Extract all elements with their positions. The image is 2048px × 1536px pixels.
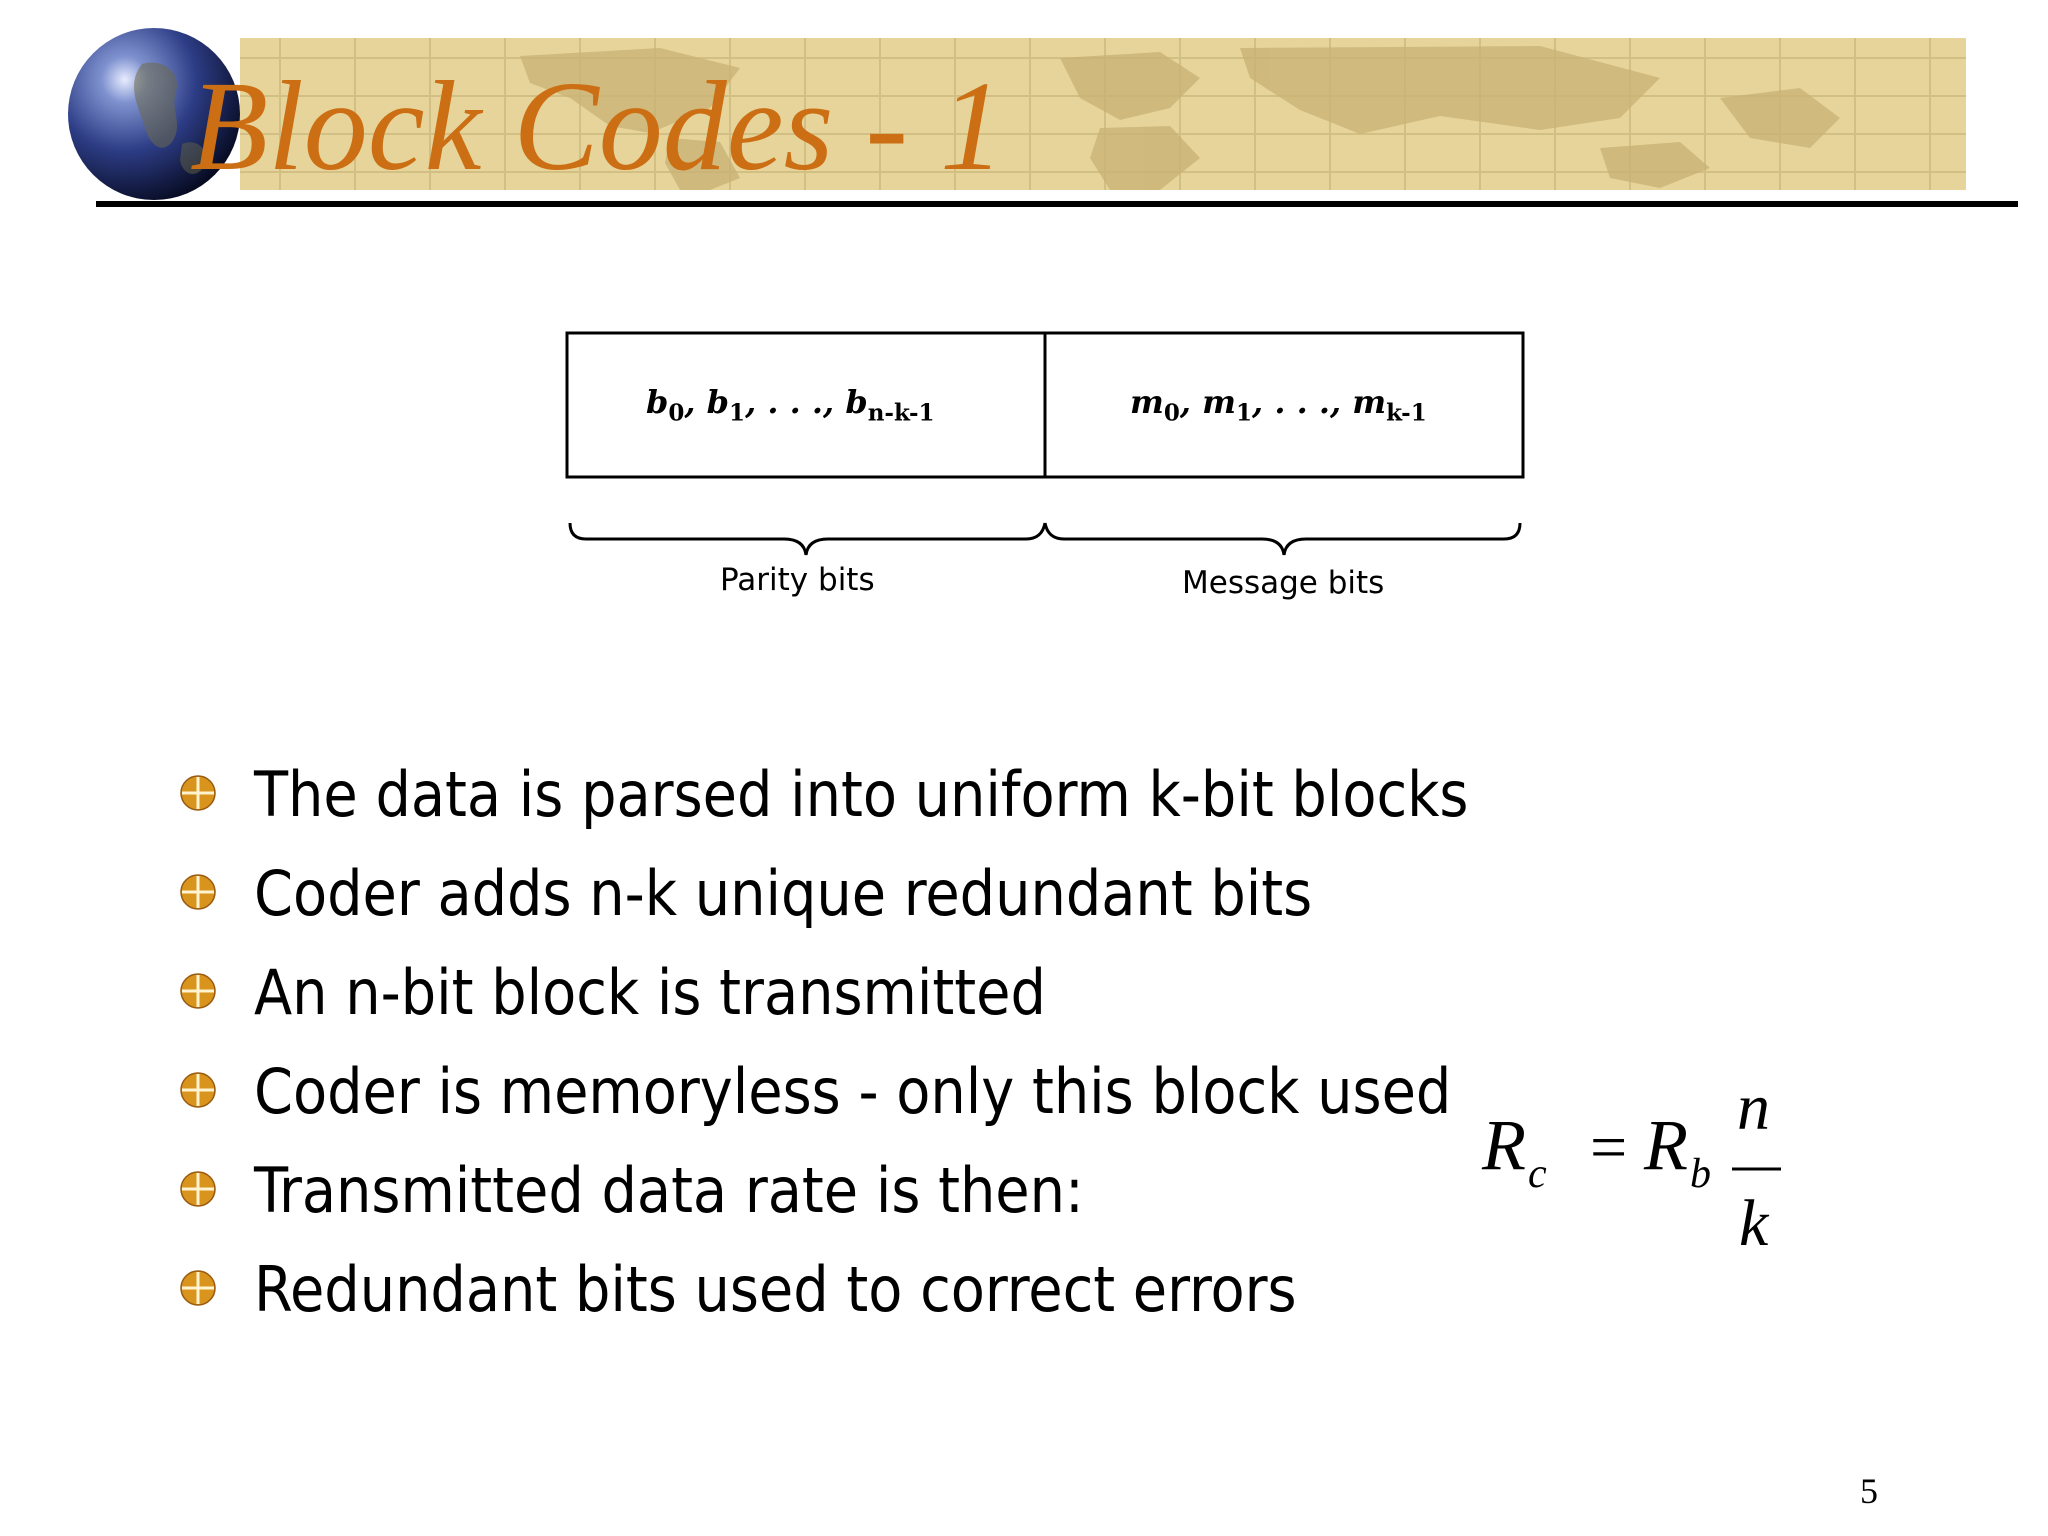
bullet-item: An n-bit block is transmitted [178,943,1468,1042]
message-bits-cell [1043,331,1525,479]
world-map-background [240,38,1966,190]
formula-equals: = [1590,1111,1627,1184]
slide-title: Block Codes - 1 [190,55,1004,197]
globe-icon [68,28,240,200]
bullet-list: The data is parsed into uniform k-bit bl… [178,745,1468,1339]
bullet-text: An n-bit block is transmitted [254,956,1046,1029]
message-brace [1043,522,1522,556]
code-rate-formula: R c = R b n k [1481,1085,1781,1260]
title-underline [96,201,2018,207]
block-code-diagram: b0, b1, . . ., bn-k-1 m0, m1, . . ., mk-… [560,325,1540,615]
bullet-icon [180,874,216,910]
bullet-item: Coder is memoryless - only this block us… [178,1042,1468,1141]
codeword-frame [565,331,1525,556]
bullet-icon [180,1270,216,1306]
formula-rb: R [1643,1105,1688,1185]
formula-rc-sub: c [1528,1151,1547,1197]
page-number: 5 [1860,1471,1878,1511]
bullet-icon [180,1171,216,1207]
bullet-text: Redundant bits used to correct errors [254,1253,1297,1326]
formula-rb-sub: b [1690,1151,1711,1197]
formula-numerator: n [1737,1085,1770,1144]
message-bits-sequence: m0, m1, . . ., mk-1 [1130,383,1427,427]
bullet-icon [180,1072,216,1108]
bullet-item: Transmitted data rate is then: [178,1141,1468,1240]
bullet-item: Coder adds n-k unique redundant bits [178,844,1468,943]
parity-bits-sequence: b0, b1, . . ., bn-k-1 [646,383,935,427]
bullet-item: The data is parsed into uniform k-bit bl… [178,745,1468,844]
bullet-icon [180,775,216,811]
bullet-text: Coder is memoryless - only this block us… [254,1055,1452,1128]
bullet-item: Redundant bits used to correct errors [178,1240,1468,1339]
formula-rc: R [1481,1105,1526,1185]
bullet-text: Transmitted data rate is then: [254,1154,1084,1227]
title-banner [240,38,1966,190]
bullet-icon [180,973,216,1009]
formula-denominator: k [1739,1187,1770,1260]
parity-bits-label: Parity bits [720,562,875,598]
message-bits-label: Message bits [1182,565,1385,601]
bullet-text: Coder adds n-k unique redundant bits [254,857,1313,930]
parity-brace [568,522,1047,556]
bullet-text: The data is parsed into uniform k-bit bl… [254,758,1469,831]
